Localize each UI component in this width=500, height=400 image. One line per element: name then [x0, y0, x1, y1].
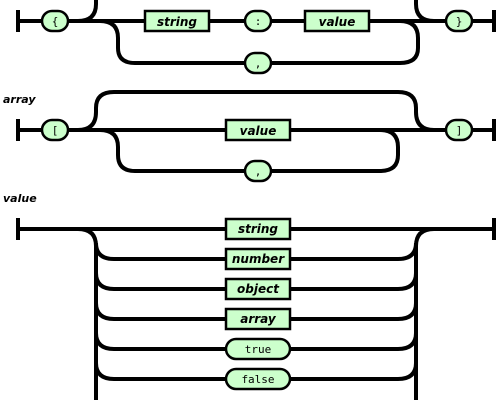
- svg-text:}: }: [456, 15, 463, 28]
- value-branch-track: [94, 242, 418, 261]
- array-repeat-loop: [99, 128, 400, 173]
- nonterminal-box: [224, 277, 292, 301]
- svg-text:,: ,: [255, 165, 262, 178]
- value-alternative-true: true: [94, 332, 418, 361]
- svg-text:]: ]: [456, 124, 463, 137]
- value-branch-track: [94, 272, 418, 291]
- value-right-rail: [414, 227, 435, 400]
- array-open-bracket: [: [40, 118, 70, 142]
- object-close-brace: }: [444, 9, 474, 33]
- object-empty-bypass: [77, 0, 435, 23]
- svg-text:[: [: [52, 124, 59, 137]
- value-alternative-label: string: [238, 222, 278, 236]
- value-alternative-string: string: [224, 217, 292, 241]
- array-comma-separator: ,: [243, 159, 273, 183]
- value-alternative-object: object: [94, 272, 418, 301]
- array-value: value: [224, 118, 292, 142]
- nonterminal-box: [224, 217, 292, 241]
- object-value: value: [303, 9, 371, 33]
- terminal-box: [224, 367, 292, 391]
- value-branch-track: [94, 332, 418, 351]
- value-alternative-label: array: [240, 312, 277, 326]
- object-diagram: { string : value } ,: [16, 0, 496, 75]
- svg-text:,: ,: [255, 57, 262, 70]
- value-alternative-label: true: [245, 343, 272, 356]
- value-alternative-label: number: [232, 252, 285, 266]
- nonterminal-box: [224, 307, 292, 331]
- array-close-bracket: ]: [444, 118, 474, 142]
- terminal-box: [224, 337, 292, 361]
- svg-text:string: string: [157, 15, 197, 29]
- value-alternative-label: object: [237, 282, 280, 296]
- object-open-brace: {: [40, 9, 70, 33]
- object-repeat-loop: [99, 19, 420, 65]
- svg-text:value: value: [319, 15, 356, 29]
- object-key-string: string: [143, 9, 211, 33]
- value-alternative-label: false: [241, 373, 274, 386]
- object-comma-separator: ,: [243, 51, 273, 75]
- array-empty-bypass: [77, 90, 435, 132]
- svg-text::: :: [255, 15, 262, 28]
- svg-text:value: value: [240, 124, 277, 138]
- value-branch-track: [94, 362, 418, 381]
- object-colon: :: [243, 9, 273, 33]
- value-rule-title: value: [3, 192, 37, 205]
- value-left-rail: [77, 227, 98, 400]
- value-alternative-number: number: [94, 242, 418, 271]
- value-alternative-false: false: [94, 362, 418, 391]
- array-diagram: array [ value ] ,: [3, 90, 496, 183]
- nonterminal-box: [224, 247, 292, 271]
- value-branch-track: [94, 302, 418, 321]
- svg-text:{: {: [52, 15, 59, 28]
- value-diagram: value string number object array true false: [3, 192, 496, 400]
- array-rule-title: array: [3, 93, 36, 106]
- value-alternative-array: array: [94, 302, 418, 331]
